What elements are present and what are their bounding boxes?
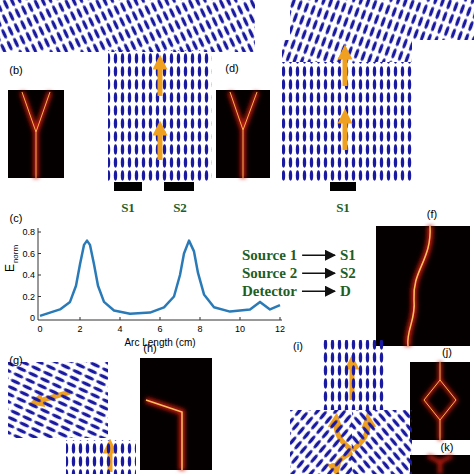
- plot-label: E: [4, 264, 16, 272]
- term-text: S2: [340, 265, 356, 282]
- mapping-term: Source 2: [240, 264, 299, 283]
- mapping-term: S1: [338, 246, 358, 265]
- plot-label: 0.4: [22, 271, 35, 280]
- label-text: 2: [77, 324, 82, 334]
- label-text: (d): [225, 62, 238, 74]
- plot-label: (f): [427, 209, 437, 220]
- lattice: [108, 50, 212, 182]
- plot-label: 6: [157, 325, 162, 334]
- mapping-arrow: [302, 254, 335, 256]
- label-text: (h): [143, 342, 156, 354]
- mapping-term: D: [338, 282, 353, 301]
- lattice: [8, 362, 108, 438]
- lattice: [290, 0, 474, 40]
- plot-label: (k): [441, 442, 454, 453]
- label-text: S1: [121, 200, 135, 215]
- term-text: Source 1: [242, 247, 297, 264]
- plot-label: 0.6: [22, 249, 35, 258]
- label-text: 8: [197, 324, 202, 334]
- label-text: 0: [37, 324, 42, 334]
- lattice: [352, 410, 412, 474]
- plot-label: norm: [12, 245, 20, 263]
- mapping-arrow: [302, 272, 335, 274]
- field-map: [216, 90, 270, 178]
- plot-label: (h): [143, 343, 156, 354]
- plot-label: (d): [225, 63, 238, 74]
- label-text: (k): [441, 441, 454, 453]
- plot-label: 0.2: [22, 292, 35, 301]
- label-text: 0.2: [22, 291, 35, 301]
- field-map: [410, 455, 470, 474]
- plot-label: 12: [275, 325, 285, 334]
- source-bar: [330, 182, 356, 191]
- label-text: norm: [11, 245, 20, 263]
- label-text: (b): [9, 64, 22, 76]
- label-text: S1: [336, 200, 350, 215]
- plot-label: (i): [293, 341, 303, 352]
- label-text: 4: [117, 324, 122, 334]
- lattice: [322, 340, 384, 410]
- lattice: [0, 0, 255, 52]
- mapping-term: S2: [338, 264, 358, 283]
- term-text: Source 2: [242, 265, 297, 282]
- label-text: 0.6: [22, 248, 35, 258]
- label-text: 0: [30, 313, 35, 323]
- lattice: [66, 440, 136, 474]
- field-map: [410, 362, 470, 440]
- label-text: 6: [157, 324, 162, 334]
- label-text: (c): [10, 212, 23, 224]
- plot-label: 2: [77, 325, 82, 334]
- field-map: [376, 226, 470, 346]
- label-text: S2: [173, 200, 187, 215]
- mapping-term: Detector: [240, 282, 299, 301]
- label-text: (f): [427, 208, 437, 220]
- label-text: (j): [442, 346, 452, 358]
- source-label: S1: [336, 201, 350, 214]
- plot-label: 0: [37, 325, 42, 334]
- mapping-arrow: [302, 290, 335, 292]
- term-text: D: [340, 283, 351, 300]
- plot-label: 4: [117, 325, 122, 334]
- field-map: [8, 90, 64, 178]
- label-text: 0.4: [22, 270, 35, 280]
- plot-label: (g): [9, 355, 22, 366]
- plot-label: (b): [9, 65, 22, 76]
- plot-label: Arc Length (cm): [124, 338, 195, 348]
- plot-label: (j): [442, 347, 452, 358]
- plot-label: (c): [10, 213, 23, 224]
- source-label: S2: [173, 201, 187, 214]
- label-text: 0.8: [22, 227, 35, 237]
- term-text: Detector: [242, 283, 297, 300]
- source-bar: [164, 182, 194, 191]
- plot-label: 8: [197, 325, 202, 334]
- label-text: Arc Length (cm): [124, 337, 195, 348]
- label-text: 10: [235, 324, 245, 334]
- field-map: [140, 358, 212, 470]
- plot-label: 0: [30, 314, 35, 323]
- label-text: E: [3, 264, 17, 272]
- term-text: S1: [340, 247, 356, 264]
- plot-label: 10: [235, 325, 245, 334]
- plot-label: 0.8: [22, 228, 35, 237]
- source-bar: [114, 182, 142, 191]
- source-label: S1: [121, 201, 135, 214]
- label-text: (g): [9, 354, 22, 366]
- label-text: (i): [293, 340, 303, 352]
- mapping-term: Source 1: [240, 246, 299, 265]
- label-text: 12: [275, 324, 285, 334]
- lattice: [290, 410, 352, 474]
